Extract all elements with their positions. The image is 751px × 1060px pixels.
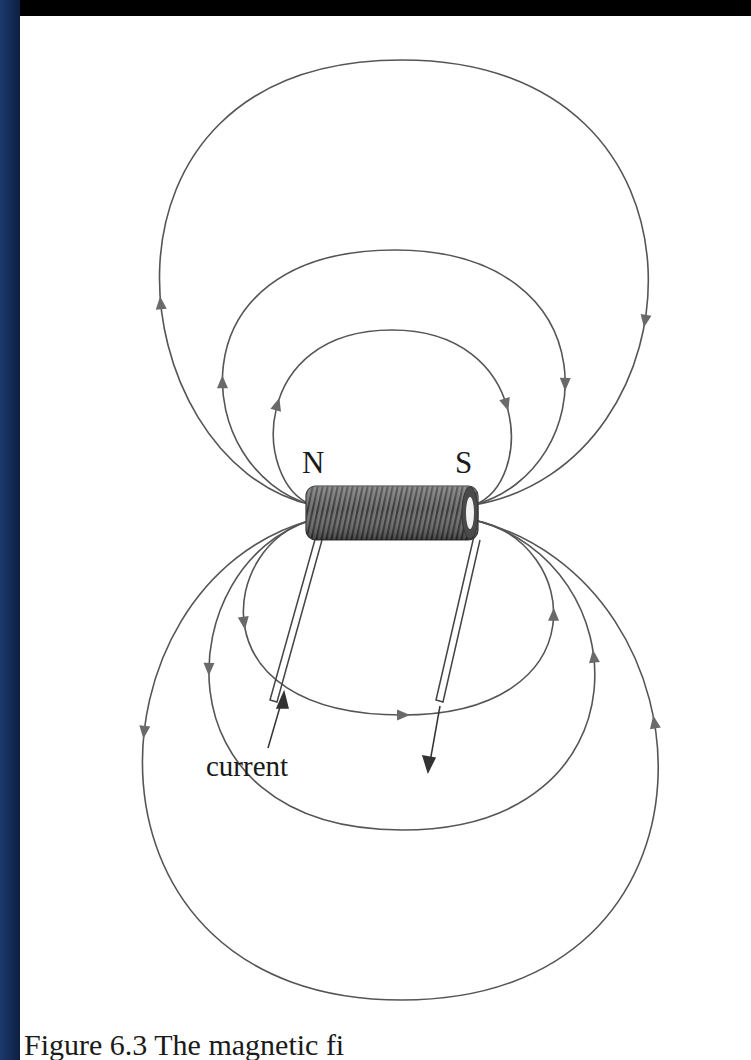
- field-arrowhead: [270, 396, 284, 412]
- current-arrows: [268, 692, 440, 772]
- pole-label: N: [302, 447, 324, 478]
- field-arrowhead: [138, 725, 150, 739]
- coil-leads: [270, 536, 480, 702]
- field-arrowhead: [203, 663, 214, 676]
- field-lines: [142, 60, 658, 1000]
- field-arrowhead: [155, 296, 167, 310]
- field-arrows: [138, 296, 661, 740]
- frame-bar: [0, 0, 20, 1060]
- field-arrowhead: [560, 378, 571, 391]
- figure-caption: Figure 6.3 The magnetic fi: [24, 1030, 344, 1060]
- pole-label: S: [455, 447, 472, 478]
- field-arrowhead: [587, 649, 599, 663]
- field-arrowhead: [238, 616, 251, 630]
- field-arrowhead: [499, 397, 513, 413]
- field-arrowhead: [397, 709, 410, 720]
- field-arrowhead: [217, 375, 228, 388]
- field-arrowhead: [548, 608, 559, 621]
- field-arrowhead: [638, 314, 651, 329]
- field-arrowhead: [648, 715, 661, 730]
- current-label: current: [206, 752, 288, 781]
- solenoid-coil: [306, 486, 478, 540]
